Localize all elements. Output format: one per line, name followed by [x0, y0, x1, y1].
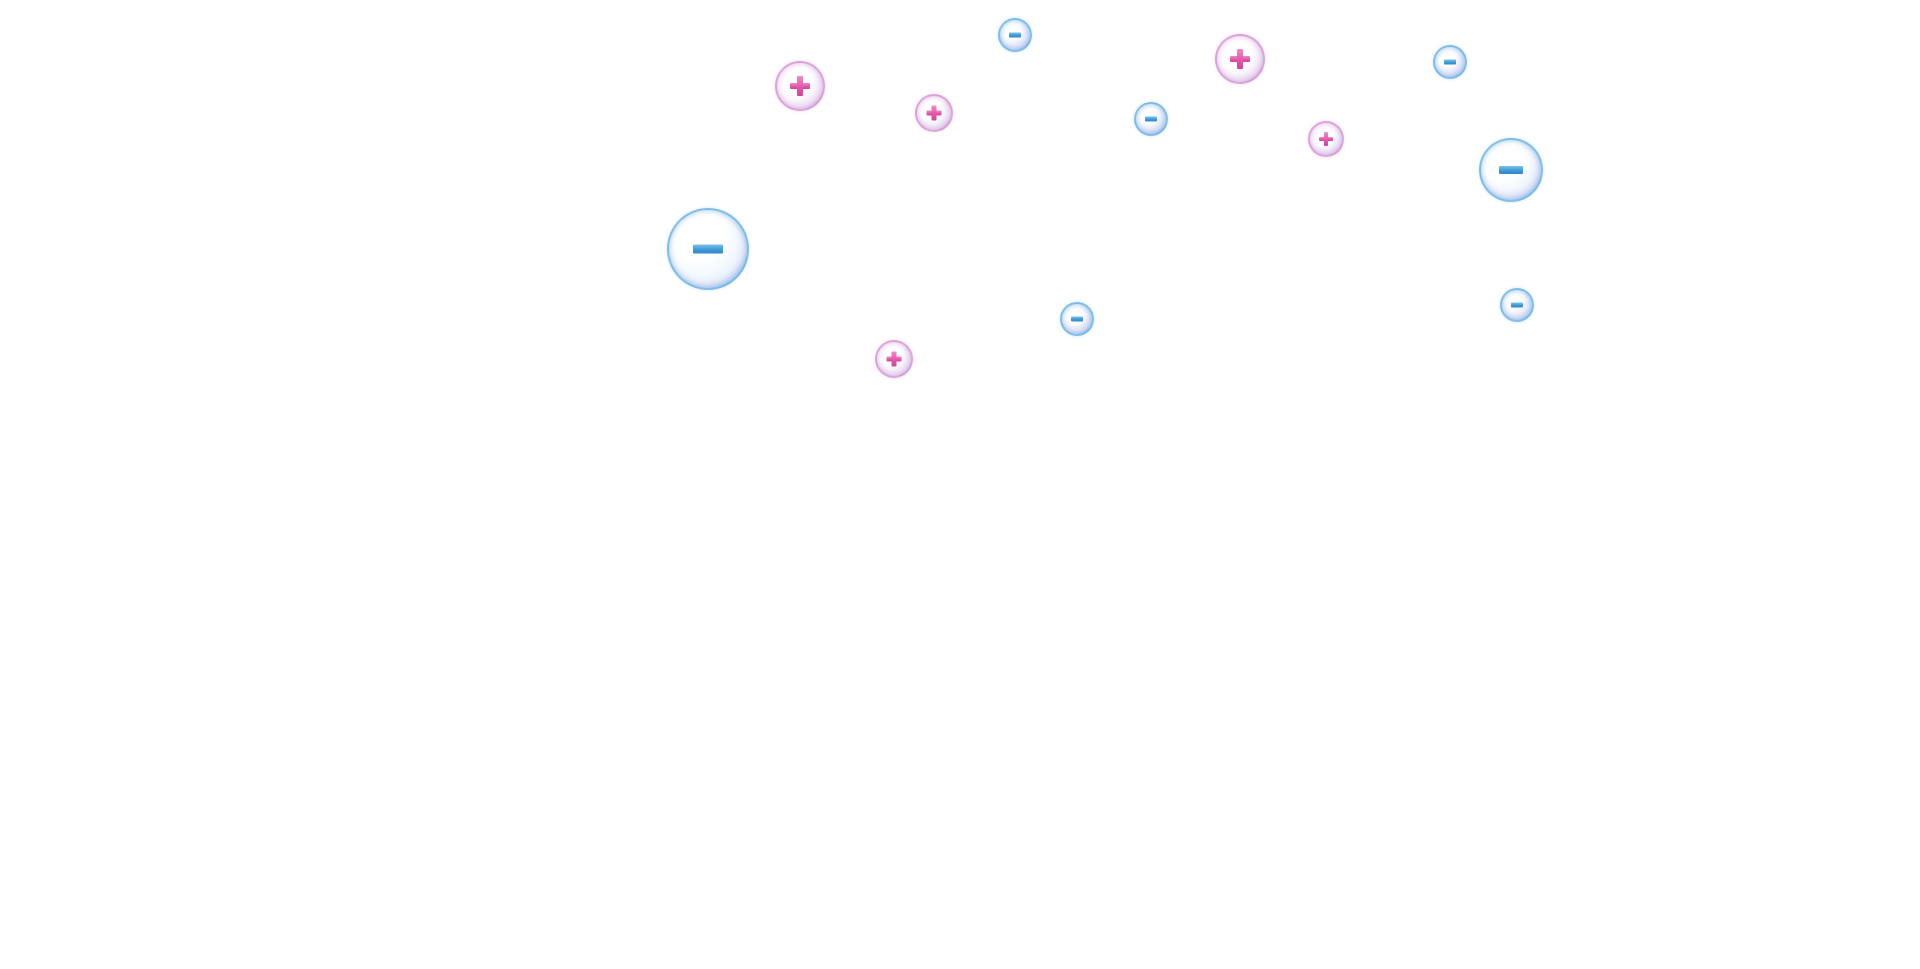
plus-icon [1319, 132, 1333, 146]
plus-icon [926, 105, 942, 121]
positive-ion-bubble [775, 61, 825, 111]
negative-ion-bubble [1500, 288, 1534, 322]
positive-ion-bubble [875, 340, 913, 378]
negative-ion-bubble [1433, 45, 1467, 79]
minus-icon [1511, 302, 1523, 308]
plus-icon [1230, 49, 1250, 69]
minus-icon [1444, 59, 1456, 65]
positive-ion-bubble [1215, 34, 1265, 84]
negative-ion-bubble [667, 208, 749, 290]
minus-icon [1499, 166, 1523, 174]
negative-ion-bubble [1134, 102, 1168, 136]
minus-icon [1145, 116, 1157, 122]
negative-ion-bubble [998, 18, 1032, 52]
minus-icon [693, 244, 723, 254]
minus-icon [1071, 316, 1083, 322]
plus-icon [790, 76, 810, 96]
negative-ion-bubble [1479, 138, 1543, 202]
positive-ion-bubble [1308, 121, 1344, 157]
negative-ion-bubble [1060, 302, 1094, 336]
plus-icon [886, 351, 902, 367]
positive-ion-bubble [915, 94, 953, 132]
minus-icon [1009, 32, 1021, 38]
